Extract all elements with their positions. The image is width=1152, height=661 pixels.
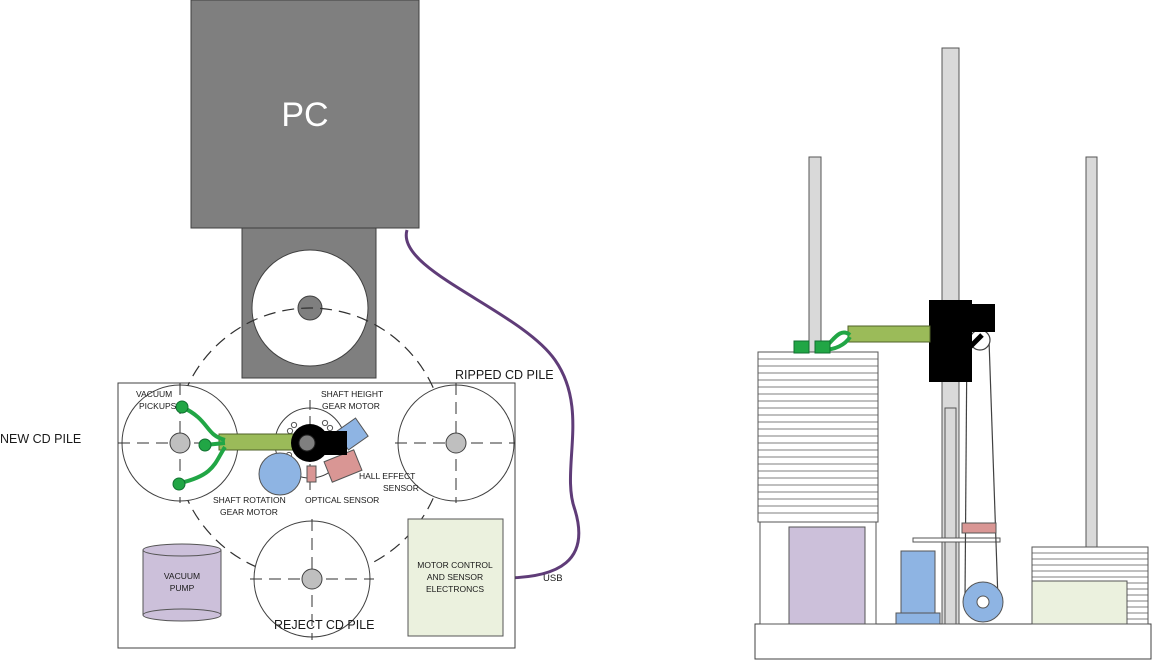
motor-control-label-3: ELECTRONCS (426, 584, 484, 594)
side-carriage-cap (968, 304, 995, 332)
shaft-rotation-label-2: GEAR MOTOR (220, 507, 278, 517)
motor-control-box (407, 518, 504, 637)
pickup-arm (218, 433, 302, 451)
new-cd-spindle (169, 432, 191, 454)
side-base-plate (754, 623, 1152, 660)
optical-sensor-label: OPTICAL SENSOR (305, 495, 379, 505)
side-carriage (929, 300, 972, 382)
hall-effect-sensor (323, 449, 363, 483)
hall-effect-label-1: HALL EFFECT (359, 471, 415, 481)
vacuum-pump-label-2: PUMP (170, 583, 195, 593)
side-pole-right (1085, 156, 1098, 548)
vacuum-pickup-2 (198, 438, 212, 452)
shaft-rotation-motor (258, 452, 302, 496)
top-view: PC (0, 0, 581, 649)
pc-label: PC (281, 96, 328, 134)
side-electronics-box (1031, 580, 1128, 625)
vacuum-pickup-3 (172, 477, 186, 491)
side-hall-sensor (961, 522, 997, 534)
usb-cable (404, 229, 581, 580)
vacuum-pickups-label-2: PICKUPS (139, 401, 177, 411)
vacuum-pump (142, 543, 222, 622)
new-cd-pile-label: NEW CD PILE (0, 432, 81, 446)
vacuum-pump-label-1: VACUUM (164, 571, 200, 581)
side-pickup-1 (793, 340, 810, 354)
hall-effect-label-2: SENSOR (383, 483, 419, 493)
motor-control-label-1: MOTOR CONTROL (417, 560, 493, 570)
shaft (298, 434, 316, 452)
side-vacuum-pump (788, 526, 866, 625)
side-rotation-motor (900, 550, 936, 616)
side-plate (912, 537, 1001, 543)
side-lower-shaft (944, 407, 957, 625)
shaft-height-label-2: GEAR MOTOR (322, 401, 380, 411)
ripped-cd-spindle (445, 432, 467, 454)
reject-cd-spindle (301, 568, 323, 590)
side-arm (847, 325, 931, 343)
motor-control-label-2: AND SENSOR (427, 572, 483, 582)
vacuum-pickups-label-1: VACUUM (136, 389, 172, 399)
reject-cd-pile-label: REJECT CD PILE (274, 618, 375, 632)
side-view (754, 47, 1152, 660)
vacuum-pickup-1 (175, 400, 189, 414)
shaft-height-label-1: SHAFT HEIGHT (321, 389, 383, 399)
usb-label: USB (543, 573, 563, 584)
shaft-rotation-label-1: SHAFT ROTATION (213, 495, 286, 505)
pc-box (190, 0, 420, 229)
side-pole-left (808, 156, 822, 358)
optical-sensor (306, 465, 317, 483)
side-pickup-2 (814, 340, 831, 354)
side-rotation-gear (895, 612, 941, 625)
ripped-cd-pile-label: RIPPED CD PILE (455, 368, 554, 382)
side-new-cd-stack (757, 351, 879, 523)
